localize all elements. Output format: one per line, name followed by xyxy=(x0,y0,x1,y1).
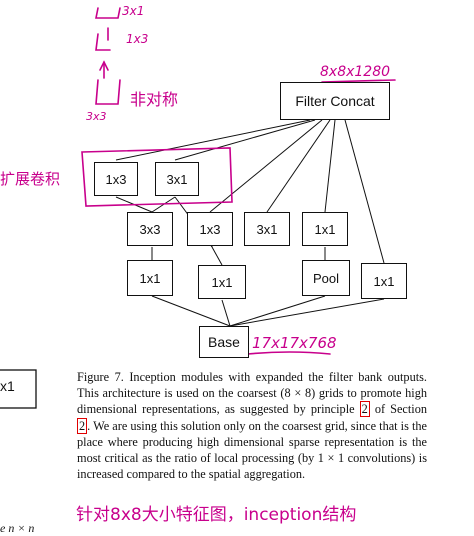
base-box: Base xyxy=(199,326,249,358)
footer-partial-text: e n × n xyxy=(0,521,35,535)
expanded-1x3-box: 1x3 xyxy=(94,162,138,196)
conv-3x3-box: 3x3 xyxy=(127,212,173,246)
pool-box: Pool xyxy=(302,260,350,296)
caption-text-a: Inception modules with expanded the filt… xyxy=(77,370,427,417)
figure-caption: Figure 7. Inception modules with expande… xyxy=(77,369,427,482)
handwriting-asymmetric: 非对称 xyxy=(130,90,179,109)
handwriting-8x8x1280: 8x8x1280 xyxy=(320,64,391,80)
expanded-3x1-box: 3x1 xyxy=(155,162,199,196)
caption-ref-section[interactable]: 2 xyxy=(77,417,88,434)
mid-1x1-b-box: 1x1 xyxy=(198,265,246,299)
conv-1x3-box: 1x3 xyxy=(187,212,233,246)
handwriting-bottom-note: 针对8x8大小特征图，inception结构 xyxy=(76,505,357,525)
left-partial-box-label: x1 xyxy=(0,378,15,394)
mid-1x1-a-box: 1x1 xyxy=(127,260,173,296)
handwriting-1x3: 1x3 xyxy=(126,32,149,46)
caption-text-b: of Section xyxy=(374,402,427,417)
handwriting-expand-conv: 扩展卷积 xyxy=(0,170,61,188)
conv-1x1-top-box: 1x1 xyxy=(302,212,348,246)
handwriting-3x3: 3x3 xyxy=(86,110,107,123)
caption-ref-principle[interactable]: 2 xyxy=(359,401,370,418)
handwriting-3x1: 3x1 xyxy=(122,4,145,18)
mid-1x1-c-box: 1x1 xyxy=(361,263,407,299)
conv-3x1-box: 3x1 xyxy=(244,212,290,246)
handwriting-17x17x768: 17x17x768 xyxy=(252,334,337,352)
filter-concat-box: Filter Concat xyxy=(280,82,390,120)
caption-text-c: . We are using this solution only on the… xyxy=(77,418,427,482)
caption-label: Figure 7. xyxy=(77,370,124,384)
